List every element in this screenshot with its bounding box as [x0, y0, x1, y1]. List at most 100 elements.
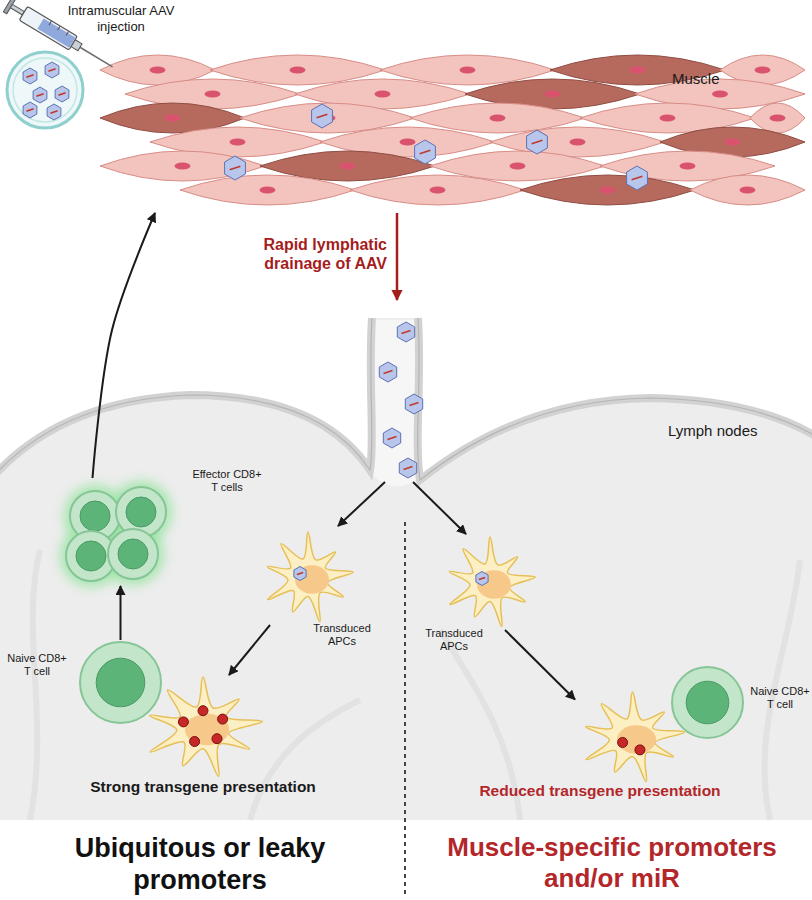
muscle-nucleus — [460, 67, 476, 74]
syringe-plunger — [10, 4, 24, 15]
flow-arrow — [229, 625, 270, 675]
apc-shape — [258, 530, 358, 625]
muscle-nucleus — [340, 163, 356, 170]
flow-arrow — [413, 482, 466, 534]
antigen-dot — [635, 745, 645, 755]
aav-capsid — [23, 102, 37, 118]
apc-shape — [138, 675, 268, 780]
muscle-nucleus — [740, 187, 756, 194]
aav-genome — [26, 109, 33, 111]
node-label: Naive CD8+ T cell — [4, 652, 70, 678]
aav-capsid — [527, 130, 548, 154]
lymph-node-body — [0, 318, 812, 820]
syringe-tick — [58, 26, 61, 30]
flow-arrow — [93, 213, 156, 478]
aav-capsid — [399, 458, 416, 478]
muscle-nucleus — [770, 115, 786, 122]
flow-arrow — [338, 482, 385, 526]
muscle-nucleus — [660, 115, 676, 122]
effector-node: Effector CD8+ T cells — [55, 478, 180, 586]
syringe-hub — [71, 40, 82, 51]
node-label: Muscle — [672, 70, 762, 88]
t-cell-nucleus — [126, 497, 156, 527]
muscle-fiber — [690, 175, 805, 205]
flow-arrow — [396, 213, 399, 300]
petri-dish — [7, 52, 83, 128]
t-cell-body — [108, 529, 158, 579]
muscle-nucleus — [545, 91, 561, 98]
tcell-node: Naive CD8+ T cell — [78, 640, 163, 725]
muscle-node: Muscle — [100, 48, 805, 213]
dendritic-cell-body — [150, 677, 263, 776]
tcell-node: Naive CD8+ T cell — [670, 665, 745, 740]
petri-dish-rim — [13, 58, 77, 122]
aav-genome — [404, 467, 413, 470]
aav-capsid — [405, 394, 422, 414]
muscle-nucleus — [510, 163, 526, 170]
aav-group — [476, 572, 488, 586]
node-label: Transduced APCs — [306, 622, 378, 648]
t-cell-nucleus — [76, 541, 106, 571]
muscle-nucleus — [570, 139, 586, 146]
aav-capsid — [23, 68, 37, 84]
muscle-nucleus — [755, 67, 771, 74]
aav-group — [23, 62, 423, 478]
flow-arrow — [505, 630, 575, 700]
t-cell-nucleus — [80, 501, 110, 531]
muscle-nucleus — [150, 67, 166, 74]
aav-capsid — [294, 567, 306, 581]
t-cell-nucleus — [96, 658, 145, 707]
effector-shape — [55, 478, 180, 586]
aav-capsid — [379, 362, 396, 382]
t-cell-nucleus — [118, 539, 148, 569]
syringe-tick — [66, 31, 69, 35]
aav-genome — [532, 140, 543, 144]
antigen-dot — [212, 734, 222, 744]
aav-genome — [297, 572, 303, 574]
aav-capsid — [33, 87, 47, 103]
aav-genome — [48, 69, 55, 71]
aav-capsid — [55, 86, 69, 102]
aav-genome — [58, 93, 65, 95]
muscle-nucleus — [375, 91, 391, 98]
aav-genome — [632, 176, 643, 180]
t-cell-nucleus — [686, 681, 729, 724]
muscle-nucleus — [725, 139, 741, 146]
aav-genome — [50, 111, 57, 113]
aav-genome — [410, 403, 419, 406]
dendritic-cell-body — [585, 692, 684, 782]
aav-genome — [317, 114, 328, 118]
muscle-nucleus — [290, 67, 306, 74]
aav-genome — [26, 75, 33, 77]
tcell-shape — [670, 665, 745, 740]
free-label: Intramuscular AAV injection — [66, 3, 176, 34]
t-cell-body — [80, 642, 161, 723]
lymph-node: Lymph nodesEffector CD8+ T cellsNaive CD… — [0, 300, 812, 820]
aav-capsid — [415, 140, 436, 164]
muscle-fiber — [350, 175, 525, 205]
antigen-dot — [190, 737, 200, 747]
t-cell-body — [672, 667, 743, 738]
antigen-dot — [218, 714, 228, 724]
divider-line — [404, 522, 406, 898]
lymph-trabecula — [250, 700, 360, 820]
syringe-needle — [80, 47, 113, 67]
syringe-liquid — [37, 18, 75, 47]
aav-genome — [388, 437, 397, 440]
node-label: Naive CD8+ T cell — [748, 685, 812, 711]
aav-group — [294, 567, 306, 581]
muscle-nucleus — [712, 91, 728, 98]
muscle-fiber — [100, 151, 265, 181]
muscle-nucleus — [680, 163, 696, 170]
muscle-nucleus — [600, 187, 616, 194]
antigen-dot — [198, 706, 208, 716]
muscle-nucleus — [630, 67, 646, 74]
aav-capsid — [627, 166, 648, 190]
aav-capsid — [47, 104, 61, 120]
aav-capsid — [476, 572, 488, 586]
